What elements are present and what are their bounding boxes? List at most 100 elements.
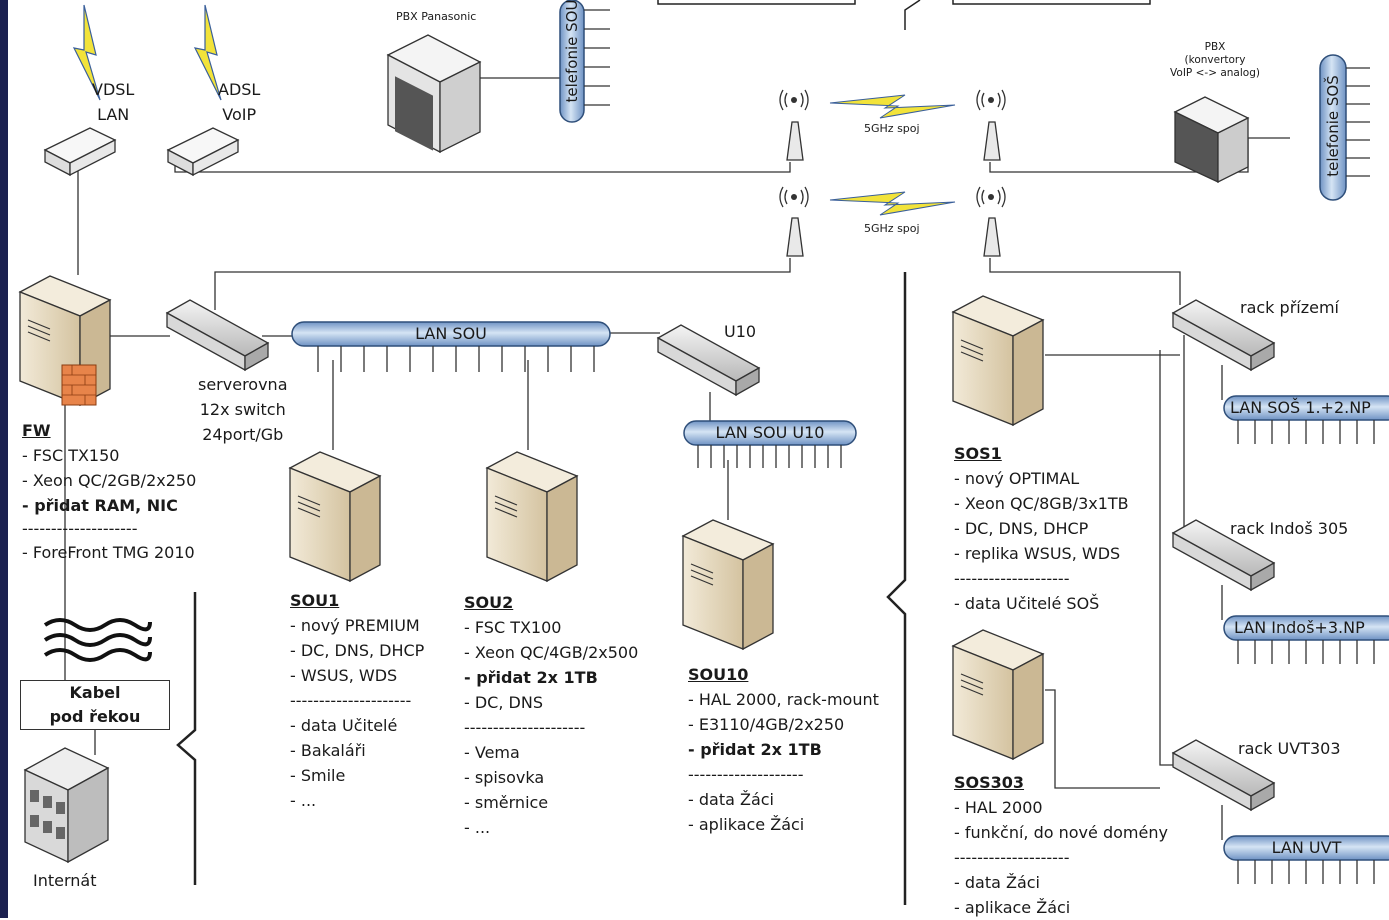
server-sou10 [681, 519, 775, 651]
brace-right [886, 272, 907, 905]
switch-rack-uvt [1171, 739, 1276, 812]
fw-line: - FSC TX150 [22, 446, 120, 465]
water-waves [43, 618, 152, 662]
u10-label: U10 [724, 322, 757, 341]
sos1-line: - Xeon QC/8GB/3x1TB [954, 494, 1129, 513]
switch-u10 [656, 324, 761, 397]
switch-rack-indos [1171, 519, 1276, 592]
sos1-line: - DC, DNS, DHCP [954, 519, 1089, 538]
serverovna-line-3: 24port/Gb [202, 425, 284, 444]
server-fw [18, 275, 112, 407]
adsl-line-2: VoIP [222, 105, 257, 124]
lan-uvt-label: LAN UVT [1271, 838, 1342, 857]
adsl-modem [166, 127, 240, 177]
sos1-line: - replika WSUS, WDS [954, 544, 1121, 563]
sou2-line: - směrnice [464, 793, 549, 812]
sos303-line: - data Žáci [954, 873, 1040, 892]
left-edge-bar [0, 0, 8, 918]
sou2-divider: --------------------- [464, 718, 586, 737]
lan-sou-u10-label: LAN SOU U10 [715, 423, 825, 442]
lan-sos-buses [1223, 395, 1389, 884]
switch-rack-prizemi [1171, 299, 1276, 372]
serverovna-label: serverovna 12x switch 24port/Gb [198, 372, 288, 447]
sos303-line: - funkční, do nové domény [954, 823, 1168, 842]
sou2-line: - ... [464, 818, 491, 837]
kabel-line-1: Kabel [69, 683, 121, 702]
sou1-line: - WSUS, WDS [290, 666, 398, 685]
sou10-line: - data Žáci [688, 790, 774, 809]
sou1-title: SOU1 [290, 591, 340, 610]
sou10-line: - E3110/4GB/2x250 [688, 715, 845, 734]
pbx-panasonic-unit [386, 34, 482, 154]
sos303-line: - HAL 2000 [954, 798, 1043, 817]
sou10-line: - aplikace Žáci [688, 815, 805, 834]
sou10-line: - HAL 2000, rack-mount [688, 690, 879, 709]
lan-sos-12np-label: LAN SOŠ 1.+2.NP [1230, 398, 1371, 417]
sou2-description: SOU2 - FSC TX100 - Xeon QC/4GB/2x500 - p… [464, 590, 638, 840]
server-sos303 [951, 629, 1045, 761]
server-sos1 [951, 295, 1045, 427]
sos1-description: SOS1 - nový OPTIMAL - Xeon QC/8GB/3x1TB … [954, 441, 1129, 616]
sou1-divider: --------------------- [290, 691, 412, 710]
sou2-line: - Vema [464, 743, 520, 762]
fw-description: FW - FSC TX150 - Xeon QC/2GB/2x250 - při… [22, 418, 196, 565]
sos303-line: - aplikace Žáci [954, 898, 1071, 917]
kabel-line-2: pod řekou [49, 707, 141, 726]
server-details [27, 319, 984, 696]
adsl-label: ADSL VoIP [218, 77, 260, 127]
sou10-title: SOU10 [688, 665, 749, 684]
telefonie-sos-bus [1319, 54, 1370, 201]
vdsl-label: VDSL LAN [92, 77, 134, 127]
sou2-line: - DC, DNS [464, 693, 543, 712]
wireless-link-label-2: 5GHz spoj [864, 222, 920, 235]
rack-indos-label: rack Indoš 305 [1230, 519, 1349, 538]
telefonie-sou-bus [559, 0, 610, 123]
server-sou1 [288, 451, 382, 583]
brace-left [176, 592, 197, 885]
fw-line-bold: - přidat RAM, NIC [22, 496, 178, 515]
internat-label: Internát [33, 871, 97, 890]
kabel-pod-rekou-box: Kabel pod řekou [20, 680, 170, 730]
sos1-divider: -------------------- [954, 569, 1070, 588]
sou1-line: - Smile [290, 766, 346, 785]
sos303-divider: -------------------- [954, 848, 1070, 867]
sou1-line: - DC, DNS, DHCP [290, 641, 425, 660]
sou2-line-bold: - přidat 2x 1TB [464, 668, 598, 687]
serverovna-line-1: serverovna [198, 375, 288, 394]
sos303-title: SOS303 [954, 773, 1025, 792]
fw-title: FW [22, 421, 51, 440]
lan-sou-label: LAN SOU [415, 324, 487, 343]
vdsl-modem [43, 127, 117, 177]
antenna-dots [791, 97, 994, 200]
sou10-line-bold: - přidat 2x 1TB [688, 740, 822, 759]
pbx-sos-line-2: (konvertory [1184, 54, 1246, 66]
vdsl-line-2: LAN [97, 105, 130, 124]
pbx-sos-line-3: VoIP <-> analog) [1170, 67, 1260, 79]
fw-divider: -------------------- [22, 519, 138, 538]
wireless-link-label-1: 5GHz spoj [864, 122, 920, 135]
wireless-bolts [829, 94, 956, 216]
sou2-line: - spisovka [464, 768, 545, 787]
pbx-sos-line-1: PBX [1204, 41, 1226, 53]
internat-building [23, 747, 110, 864]
sou1-line: - data Učitelé [290, 716, 398, 735]
sou1-line: - Bakaláři [290, 741, 366, 760]
pbx-sos-label: PBX (konvertory VoIP <-> analog) [1160, 41, 1270, 80]
vdsl-line-1: VDSL [92, 80, 135, 99]
rack-prizemi-label: rack přízemí [1240, 298, 1339, 317]
sos1-line: - data Učitelé SOŠ [954, 594, 1100, 613]
lan-indos-3np-label: LAN Indoš+3.NP [1234, 618, 1365, 637]
telefonie-sos-label: telefonie SOŠ [1324, 75, 1342, 177]
pbx-panasonic-label: PBX Panasonic [396, 10, 477, 23]
sou2-title: SOU2 [464, 593, 514, 612]
fw-line: - Xeon QC/2GB/2x250 [22, 471, 197, 490]
switch-serverovna [165, 299, 270, 372]
sou2-line: - Xeon QC/4GB/2x500 [464, 643, 639, 662]
dsl-bolts [72, 4, 222, 101]
serverovna-line-2: 12x switch [199, 400, 286, 419]
antenna-waves [779, 89, 1006, 208]
server-sou2 [485, 451, 579, 583]
antennas [786, 121, 1001, 257]
